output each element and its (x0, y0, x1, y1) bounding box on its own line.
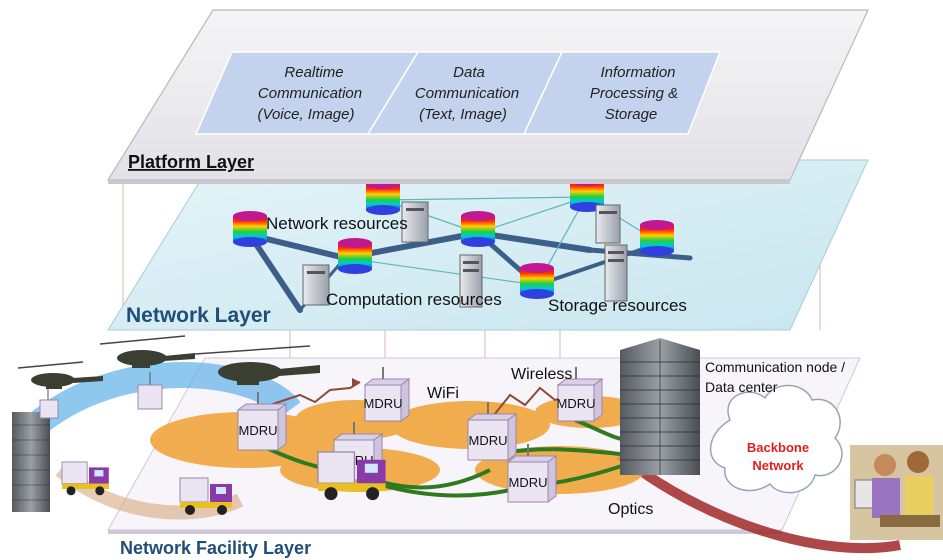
backbone-label-line2: Network (752, 458, 804, 473)
storage-cylinder-icon (461, 211, 495, 247)
storage-resources-label: Storage resources (548, 296, 687, 315)
comm-node-label-line2: Data center (705, 379, 778, 395)
service-data-line3: (Text, Image) (419, 106, 507, 123)
backbone-label-line1: Backbone (747, 440, 809, 455)
computation-resources-label: Computation resources (326, 290, 502, 309)
mdru-label: MDRU (364, 396, 403, 411)
storage-cylinder-icon (366, 179, 400, 215)
mdru-label: MDRU (509, 475, 548, 490)
mdru-unit: MDRU (506, 444, 558, 503)
wireless-label: Wireless (511, 366, 572, 383)
mdru-unit: MDRU (466, 402, 518, 461)
service-panel (194, 51, 722, 135)
mdru-unit: MDRU (556, 367, 604, 422)
service-realtime-line2: Communication (258, 85, 362, 102)
storage-cylinder-icon (520, 263, 554, 299)
comm-node-label-line1: Communication node / (705, 359, 845, 375)
mdru-unit: MDRU (363, 367, 411, 422)
service-info-line2: Processing & (590, 85, 678, 102)
truck-icon (317, 451, 386, 501)
wifi-label: WiFi (427, 385, 459, 402)
mdru-label: MDRU (557, 396, 596, 411)
truck-icon (61, 461, 109, 496)
mdru-label: MDRU (239, 423, 278, 438)
truck-icons (61, 451, 386, 515)
operator-photo (850, 445, 943, 540)
storage-cylinders (233, 176, 674, 299)
platform-layer: Realtime Communication (Voice, Image) Da… (106, 9, 869, 184)
backbone-link (616, 451, 901, 554)
service-info-line3: Storage (605, 106, 658, 123)
network-layer: Network resources Computation resources … (107, 159, 869, 331)
service-box-info (522, 51, 722, 135)
service-data-line1: Data (453, 64, 485, 81)
optics-label: Optics (608, 501, 653, 518)
mdru-units: MDRUMDRUMDRUMDRUMDRUMDRU (236, 367, 604, 503)
backbone-cloud-icon (709, 384, 843, 494)
data-center-building-icon (620, 338, 700, 475)
platform-layer-title: Platform Layer (128, 152, 254, 172)
mdru-label: MDRU (469, 433, 508, 448)
server-icons (302, 201, 628, 308)
network-facility-layer: MDRUMDRUMDRUMDRUMDRUMDRU (12, 335, 943, 558)
service-data-line2: Communication (415, 85, 519, 102)
storage-cylinder-icon (338, 238, 372, 274)
left-building-icon (12, 412, 50, 512)
helicopter-icons (17, 335, 320, 419)
service-info-line1: Information (600, 64, 675, 81)
mdru-unit: MDRU (236, 392, 288, 451)
truck-icon (179, 477, 232, 515)
facility-layer-title: Network Facility Layer (120, 538, 311, 558)
service-realtime-line3: (Voice, Image) (258, 106, 355, 123)
network-layer-title: Network Layer (126, 304, 271, 327)
service-realtime-line1: Realtime (284, 64, 343, 81)
storage-cylinder-icon (233, 211, 267, 247)
storage-cylinder-icon (640, 220, 674, 256)
network-resources-label: Network resources (266, 214, 408, 233)
